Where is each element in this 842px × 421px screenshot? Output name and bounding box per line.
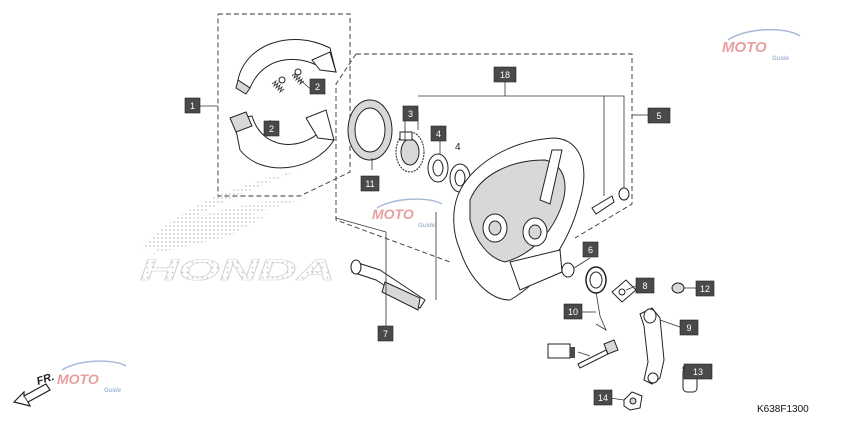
honda-wing-watermark: HONDA [140,170,335,287]
front-direction-arrow: FR. [12,371,56,407]
wear-indicator-wire [595,291,607,331]
svg-text:1: 1 [190,101,195,111]
callout-15-outlined [547,343,575,359]
return-spring [585,266,607,294]
svg-text:MOTO: MOTO [722,39,767,56]
callout-12: 12 [695,280,715,297]
adjuster-bolt [591,187,630,215]
callout-2-upper: 2 [309,78,326,95]
svg-text:13: 13 [693,367,703,377]
brake-shoe-group-outline [217,13,351,197]
svg-text:14: 14 [598,393,608,403]
brake-springs [271,68,305,94]
moto-watermark-bottom-left: MOTO Guide [57,360,127,394]
cap-nut [671,282,685,294]
svg-text:9: 9 [686,323,691,333]
washer-small [561,262,575,278]
svg-text:3: 3 [408,109,413,119]
svg-text:18: 18 [500,70,510,80]
svg-text:Guide: Guide [418,223,436,229]
svg-text:8: 8 [642,281,647,291]
drive-shaft [350,259,426,311]
bolt [577,339,619,369]
callout-4: 4 [430,125,447,142]
svg-text:10: 10 [568,307,578,317]
leader-lines [200,79,701,401]
svg-text:2: 2 [269,124,274,134]
svg-text:4: 4 [455,142,461,153]
svg-text:Guide: Guide [772,56,790,62]
moto-watermark-top-right: MOTO Guide [722,28,801,62]
brake-panel [453,137,585,301]
svg-text:6: 6 [588,245,593,255]
moto-watermark-center: MOTO Guide [372,198,443,229]
brake-panel-group-outline [335,53,633,263]
plain-label-4: 4 [455,142,461,153]
brake-shoe-lower [229,109,335,169]
callout-8: 8 [635,277,655,294]
brake-shoe-upper [235,39,337,95]
svg-text:4: 4 [436,129,441,139]
svg-text:5: 5 [656,111,661,121]
svg-text:MOTO: MOTO [372,206,414,222]
callout-18: 18 [493,66,517,83]
callout-14: 14 [593,389,613,406]
front-arrow-label: FR. [35,371,56,388]
diagram-code: K638F1300 [757,404,809,415]
callout-7: 7 [377,325,394,342]
svg-text:11: 11 [365,179,374,189]
svg-text:2: 2 [315,82,320,92]
callout-1: 1 [184,97,201,114]
callout-6: 6 [582,241,599,258]
washer-a [427,153,449,183]
callout-2-lower: 2 [263,120,280,137]
callout-11: 11 [360,175,380,192]
callout-9: 9 [679,319,699,336]
oil-seal [347,99,393,161]
nut [623,391,643,411]
honda-brand-watermark: HONDA [140,254,335,287]
svg-text:MOTO: MOTO [57,371,99,387]
callout-5: 5 [647,107,671,124]
indicator-plate [611,279,637,303]
brake-arm [639,307,665,385]
gear [395,131,425,173]
svg-text:12: 12 [700,284,710,294]
callout-10: 10 [563,303,583,320]
svg-text:7: 7 [383,329,388,339]
callout-3: 3 [402,105,419,122]
callout-13: 13 [683,363,713,380]
svg-text:Guide: Guide [104,388,122,394]
